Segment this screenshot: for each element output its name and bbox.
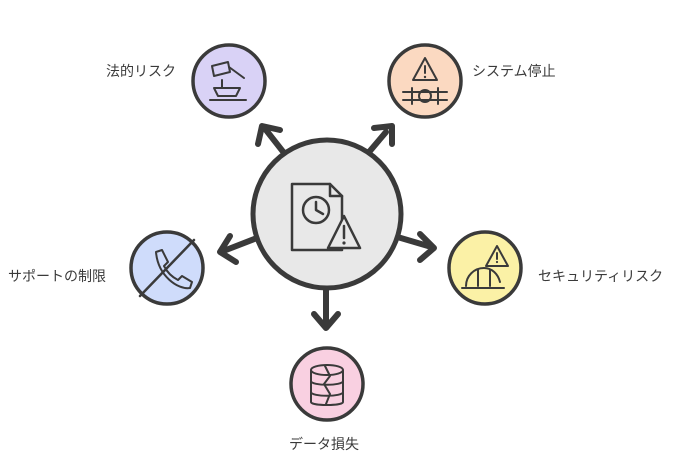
arrow-to-data-loss xyxy=(311,287,341,331)
warning-pipe-icon xyxy=(402,57,448,105)
node-data-loss xyxy=(289,346,365,422)
broken-database-icon xyxy=(310,364,344,406)
node-legal-risk xyxy=(191,43,267,119)
document-clock-warning-icon xyxy=(290,182,362,252)
node-system-outage xyxy=(387,43,463,119)
legal-risk-circle xyxy=(191,43,267,119)
label-support-limit: サポートの制限 xyxy=(8,269,106,285)
center-node xyxy=(250,137,404,291)
center-node-circle xyxy=(250,137,404,291)
label-security-risk: セキュリティリスク xyxy=(538,269,664,285)
hardhat-warning-icon xyxy=(461,245,509,289)
label-legal-risk: 法的リスク xyxy=(106,64,176,80)
node-security-risk xyxy=(447,230,523,306)
arrow-to-security-risk xyxy=(391,231,437,263)
label-data-loss: データ損失 xyxy=(289,437,359,453)
label-system-outage: システム停止 xyxy=(472,64,556,80)
node-support-limit xyxy=(129,230,205,306)
phone-off-icon xyxy=(138,238,196,298)
gavel-icon xyxy=(209,61,247,101)
